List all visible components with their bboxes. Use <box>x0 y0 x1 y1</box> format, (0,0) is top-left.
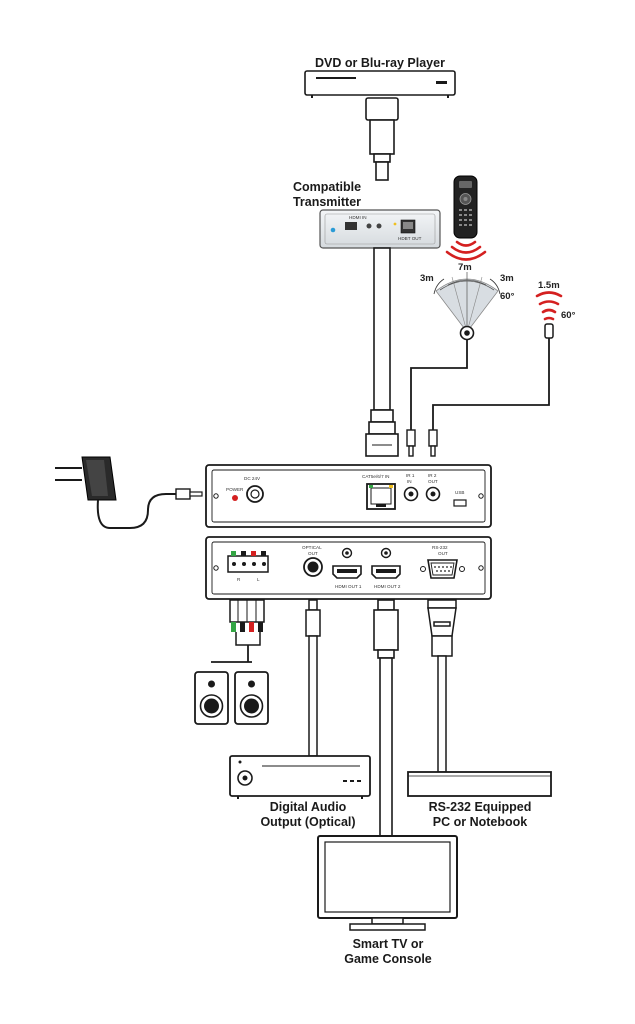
receiver-back-panel: R L OPTICAL OUT HDMI OUT 1 HDMI OUT 2 <box>205 536 492 600</box>
optical-port-sublabel: OUT <box>308 551 318 556</box>
ir-blaster-range: 1.5m <box>538 280 560 291</box>
transmitter-hdmi-port-label: HDMI IN <box>349 215 367 220</box>
hdmi-cable-top-icon <box>365 97 399 181</box>
ir2-port-label: IR 2 <box>428 473 437 478</box>
hdbt-port-label: CAT5e/6/7 IN <box>362 474 390 479</box>
power-adapter-icon <box>55 456 203 529</box>
pc-notebook-icon <box>407 771 552 797</box>
transmitter-hdbt-port-label: HDBT OUT <box>398 236 422 241</box>
ir-blaster-angle: 60° <box>561 310 576 321</box>
speaker-connector-plug-icon <box>211 599 265 663</box>
hdmi-out-2-label: HDMI OUT 2 <box>374 584 401 589</box>
ir-receiver-center-range: 7m <box>458 262 472 273</box>
smart-tv-label: Smart TV or Game Console <box>344 937 432 966</box>
speaker-terminal-icon <box>227 551 269 573</box>
ir-receiver-coverage-icon: 3m 7m 3m 60° <box>420 262 515 333</box>
remote-control-icon <box>453 175 478 239</box>
hdmi-out-1-label: HDMI OUT 1 <box>335 584 362 589</box>
rs232-cable-icon <box>427 599 457 773</box>
ir1-port-icon <box>403 486 419 502</box>
ir-receiver-angle: 60° <box>500 291 515 302</box>
rs232-port-label: RS-232 <box>432 545 448 550</box>
dc-jack-icon <box>246 485 264 503</box>
usb-port-icon <box>453 499 467 507</box>
ir1-port-label: IR 1 <box>406 473 415 478</box>
receiver-front-panel: POWER DC 24V CAT5e/6/7 IN IR 1 IN IR 2 O… <box>205 464 492 528</box>
ir-receiver-cable <box>410 340 468 440</box>
transmitter-device-icon: HDMI IN HDBT OUT <box>319 209 441 249</box>
optical-port-icon <box>303 557 323 577</box>
ir2-port-sublabel: OUT <box>428 479 438 484</box>
rs232-port-sublabel: OUT <box>438 551 448 556</box>
ir-blaster-emitter-icon <box>544 323 554 339</box>
remote-ir-signal-icon <box>445 240 487 261</box>
transmitter-label: Compatible Transmitter <box>292 180 362 209</box>
hdbt-port-icon <box>366 483 396 510</box>
rs232-port-icon <box>420 559 465 579</box>
dvd-player-label: DVD or Blu-ray Player <box>315 56 445 70</box>
power-led-label: POWER <box>226 487 244 492</box>
hdmi-out-2-port-icon <box>371 547 401 579</box>
ir-receiver-eye-icon <box>459 325 475 341</box>
ir1-jack-plug-icon <box>406 429 416 457</box>
ir-blaster-signal-icon <box>535 291 563 321</box>
hdmi-cable-tv-icon <box>373 599 399 837</box>
speaker-l-label: L <box>257 577 260 582</box>
ir-blaster-cable <box>432 338 550 440</box>
rs232-pc-label: RS-232 Equipped PC or Notebook <box>428 800 532 829</box>
dvd-player-icon <box>304 70 456 98</box>
ir-receiver-left-range: 3m <box>420 273 434 284</box>
audio-receiver-icon <box>229 755 371 799</box>
dc-jack-label: DC 24V <box>244 476 261 481</box>
digital-audio-label: Digital Audio Output (Optical) <box>260 800 356 829</box>
hdmi-out-1-port-icon <box>332 547 362 579</box>
ir2-port-icon <box>425 486 441 502</box>
optical-cable-icon <box>305 599 321 757</box>
speaker-r-label: R <box>237 577 241 582</box>
cat-cable-icon <box>365 247 399 457</box>
usb-port-label: USB <box>455 490 464 495</box>
speaker-right-icon <box>234 671 269 725</box>
power-led-icon <box>232 495 238 501</box>
ir1-port-sublabel: IN <box>407 479 412 484</box>
speaker-left-icon <box>194 671 229 725</box>
ir-receiver-right-range: 3m <box>500 273 514 284</box>
ir2-jack-plug-icon <box>428 429 438 457</box>
optical-port-label: OPTICAL <box>302 545 322 550</box>
smart-tv-icon <box>317 835 458 931</box>
